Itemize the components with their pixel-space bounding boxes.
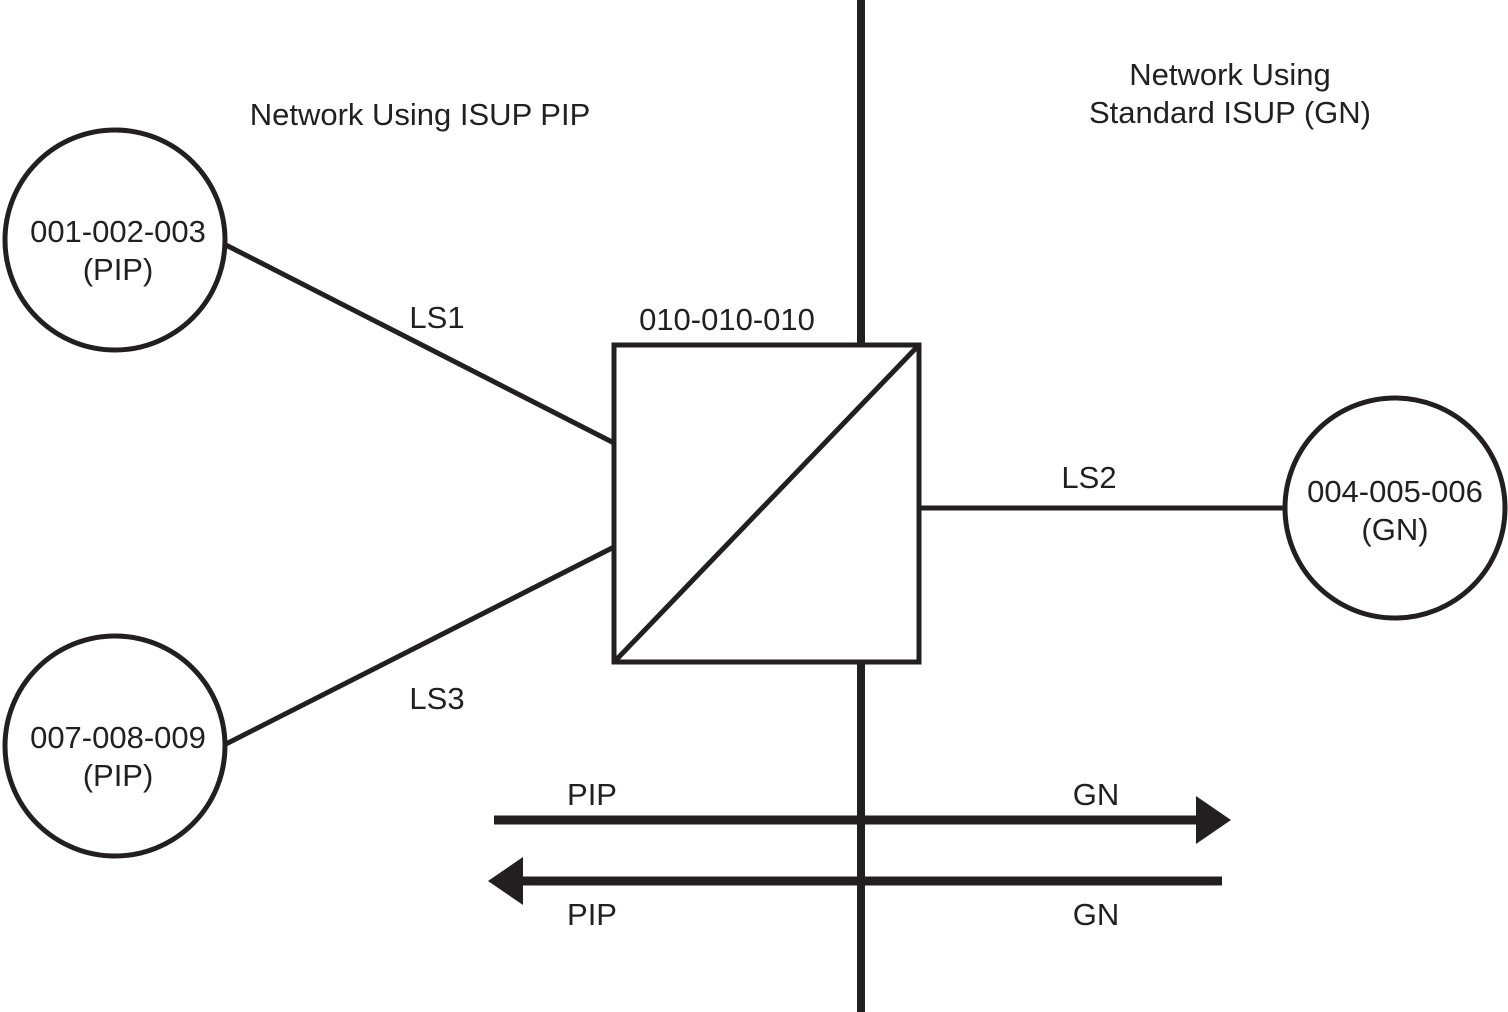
flow-forward-left-label: PIP bbox=[567, 777, 617, 812]
flow-forward-right-label: GN bbox=[1073, 777, 1120, 812]
flow-reverse-arrow-head bbox=[488, 857, 523, 905]
link-label-ls2: LS2 bbox=[1061, 460, 1116, 495]
flow-reverse-left-label: PIP bbox=[567, 897, 617, 932]
node-bottom-left-label-line2: (PIP) bbox=[83, 758, 154, 793]
link-label-ls3: LS3 bbox=[409, 681, 464, 716]
node-right-label-line1: 004-005-006 bbox=[1307, 474, 1483, 509]
link-line-ls3 bbox=[220, 543, 618, 749]
heading-left-network: Network Using ISUP PIP bbox=[250, 97, 591, 132]
node-top-left-label-line1: 001-002-003 bbox=[30, 214, 206, 249]
flow-forward-arrow-head bbox=[1196, 796, 1231, 844]
heading-right-network-line2: Standard ISUP (GN) bbox=[1089, 95, 1371, 130]
node-top-left-label-line2: (PIP) bbox=[83, 252, 154, 287]
flow-reverse-right-label: GN bbox=[1073, 897, 1120, 932]
heading-right-network-line1: Network Using bbox=[1129, 57, 1331, 92]
gateway-box-label: 010-010-010 bbox=[639, 302, 815, 337]
node-bottom-left-label-line1: 007-008-009 bbox=[30, 720, 206, 755]
node-right-label-line2: (GN) bbox=[1361, 512, 1428, 547]
node-circle-right bbox=[1282, 395, 1508, 621]
link-line-ls1 bbox=[220, 240, 618, 447]
node-circle-top-left bbox=[2, 127, 228, 353]
node-circle-bottom-left bbox=[2, 633, 228, 859]
gateway-box-diagonal bbox=[614, 345, 919, 662]
link-label-ls1: LS1 bbox=[409, 300, 464, 335]
